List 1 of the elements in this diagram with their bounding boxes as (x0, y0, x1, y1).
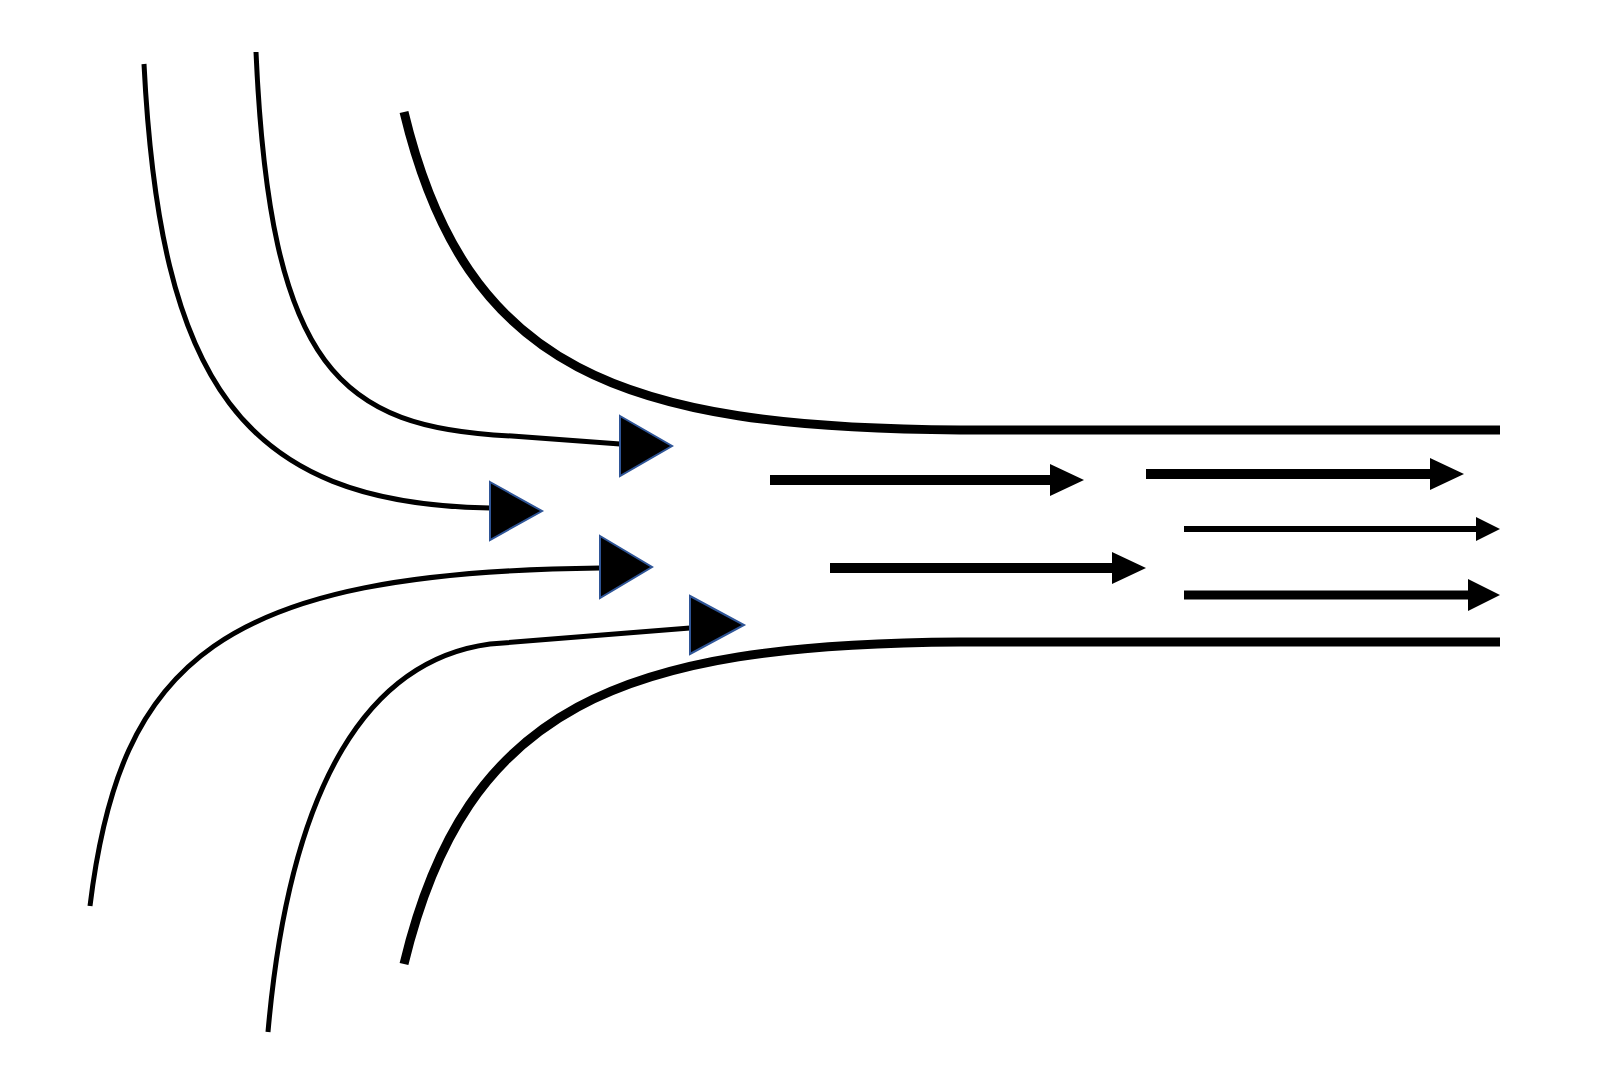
flow-channel (399, 110, 1500, 966)
